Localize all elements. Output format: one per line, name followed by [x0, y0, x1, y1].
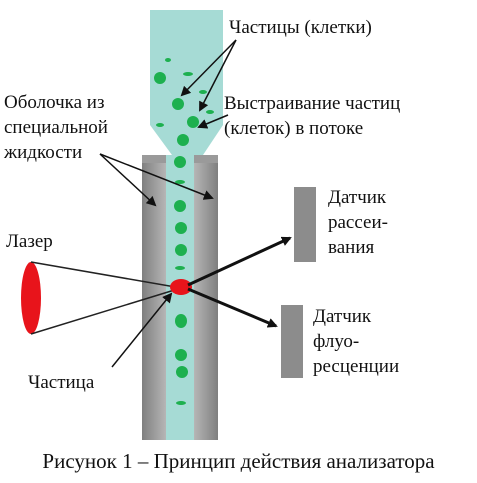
- laser-beam: [30, 261, 182, 335]
- cell: [175, 222, 187, 234]
- cell: [172, 98, 184, 110]
- signal-arrows: [187, 236, 292, 328]
- cell: [154, 72, 166, 84]
- sample-funnel: [150, 10, 223, 155]
- laser-label: Лазер: [6, 231, 53, 252]
- illuminated-particle: [170, 279, 192, 295]
- cell: [174, 200, 186, 212]
- cells-in-funnel: [154, 58, 214, 146]
- cell: [174, 156, 186, 168]
- sheath-label-line1: Оболочка из: [4, 92, 105, 113]
- cell: [187, 116, 199, 128]
- fluorescence-detector-label-line2: флуо-: [313, 331, 360, 352]
- fluorescence-detector-label-line3: ресценции: [313, 356, 400, 377]
- cells-in-stream: [174, 156, 188, 405]
- figure-caption: Рисунок 1 – Принцип действия анализатора: [42, 449, 435, 473]
- alignment-label-line2: (клеток) в потоке: [224, 118, 364, 139]
- fluorescence-detector-label-line1: Датчик: [313, 306, 372, 327]
- cell: [199, 90, 207, 94]
- cell: [175, 349, 187, 361]
- cell: [156, 123, 164, 127]
- scatter-arrow: [187, 236, 292, 287]
- scatter-detector-label-line2: рассеи-: [328, 212, 388, 233]
- particles-label: Частицы (клетки): [229, 17, 372, 38]
- alignment-label-line1: Выстраивание частиц: [224, 93, 401, 114]
- particles-pointer: [180, 39, 237, 97]
- cell: [206, 110, 214, 114]
- laser-source-icon: [21, 262, 41, 334]
- cell: [175, 266, 185, 270]
- cell: [175, 314, 187, 328]
- particle-label: Частица: [28, 372, 95, 393]
- alignment-pointer: [197, 114, 229, 129]
- cell: [176, 401, 186, 405]
- cell: [175, 180, 185, 184]
- scatter-detector-label-line3: вания: [328, 237, 375, 258]
- cell: [183, 72, 193, 76]
- sheath-label-line2: специальной: [4, 117, 108, 138]
- scatter-detector: [294, 187, 316, 262]
- sheath-pointer: [99, 153, 214, 200]
- pointer-lines: [99, 39, 237, 368]
- cell: [175, 244, 187, 256]
- cell: [176, 366, 188, 378]
- flow-cytometry-diagram: [21, 10, 316, 440]
- scatter-detector-label-line1: Датчик: [328, 187, 387, 208]
- particle-pointer: [111, 292, 173, 368]
- particles-pointer: [199, 39, 237, 112]
- cell: [165, 58, 171, 62]
- fluorescence-arrow: [187, 287, 278, 328]
- cell: [177, 134, 189, 146]
- core-stream: [166, 155, 194, 440]
- sheath-pointer: [99, 153, 157, 207]
- fluorescence-detector: [281, 305, 303, 378]
- sheath-label-line3: жидкости: [4, 142, 83, 163]
